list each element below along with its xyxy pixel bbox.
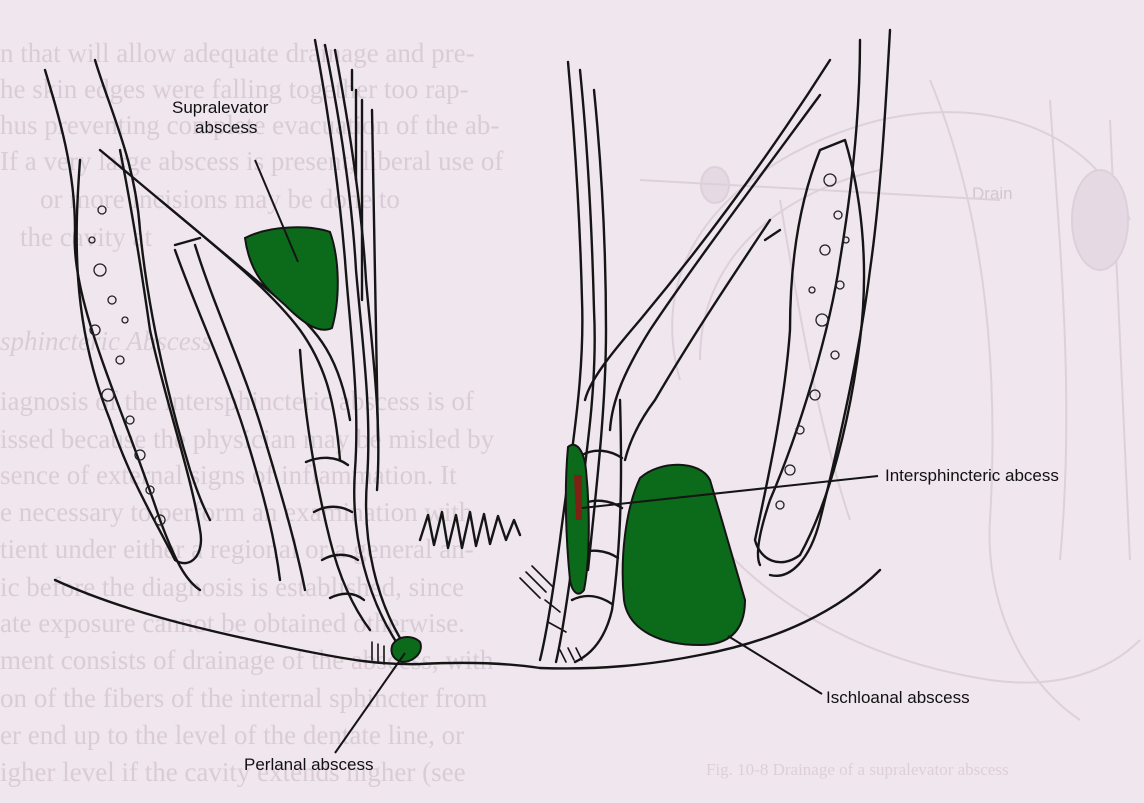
- right-sidewall-fascia-2: [765, 230, 780, 240]
- right-sidewall-fascia: [625, 220, 770, 460]
- perianal-leader-line: [335, 653, 405, 753]
- ischioanal-abscess-label: Ischloanal abscess: [826, 688, 970, 708]
- right-levator-ani-inner: [610, 95, 820, 430]
- right-rectal-wall-3: [588, 90, 606, 570]
- right-sphincter-segment: [582, 451, 622, 458]
- sphincter-cross-mark: [520, 566, 552, 598]
- ischioanal-leader-line: [728, 636, 822, 694]
- left-sphincter-segment: [330, 594, 364, 600]
- supralevator-abscess-label: Supralevator abscess: [172, 98, 268, 138]
- supralevator-label-line1: Supralevator: [172, 98, 268, 118]
- intersphincteric-leader-line: [582, 476, 878, 508]
- right-pelvic-wall-outer: [770, 30, 890, 576]
- left-perineal-skin: [55, 580, 540, 668]
- intersphincteric-abscess-label: Intersphincteric abcess: [885, 466, 1059, 486]
- supralevator-label-line2: abscess: [172, 118, 268, 138]
- dentate-line-zigzag: [420, 512, 520, 548]
- left-sidewall-fascia-3: [175, 238, 200, 245]
- perianal-abscess: [391, 637, 420, 662]
- left-sphincter-outer: [300, 350, 370, 630]
- right-pelvic-wall: [758, 40, 860, 565]
- left-bone-texture: [89, 206, 165, 525]
- left-sphincter-segment: [322, 555, 358, 560]
- left-pelvic-wall: [45, 70, 200, 590]
- perianal-abscess-label: Perlanal abscess: [244, 755, 373, 775]
- right-sphincter-segment: [572, 596, 612, 604]
- right-levator-ani: [585, 60, 830, 400]
- left-sidewall-fascia: [175, 250, 280, 580]
- supralevator-abscess: [245, 227, 338, 329]
- anal-verge-hatch: [372, 642, 384, 664]
- left-sphincter-segment: [314, 507, 352, 512]
